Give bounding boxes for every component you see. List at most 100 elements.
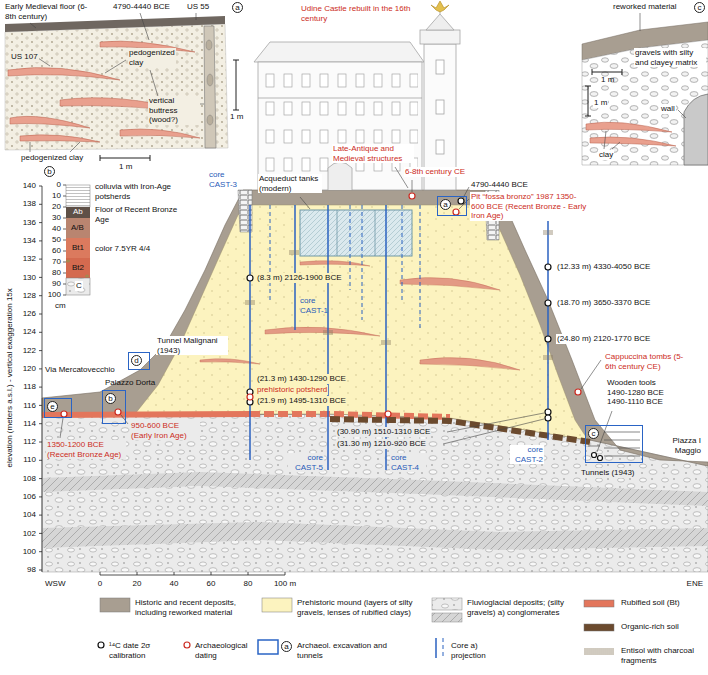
buttress bbox=[204, 26, 216, 148]
excavation-box: d bbox=[128, 352, 150, 370]
scale-bar bbox=[585, 69, 622, 116]
date-label: (24.80 m) 2120-1770 BCE bbox=[556, 334, 651, 344]
archaeological-date bbox=[247, 394, 253, 400]
scale-bar bbox=[233, 60, 239, 110]
inset-stratigraphy bbox=[5, 24, 228, 150]
legend-text: Archaeol. excavation and tunnels bbox=[296, 641, 398, 660]
leader-line bbox=[196, 13, 197, 20]
tunnel-hatch bbox=[604, 456, 640, 457]
axis-tick: 110 bbox=[22, 455, 37, 465]
soil-profile bbox=[66, 185, 90, 207]
date-label: 4790-4440 BCE bbox=[112, 2, 171, 12]
core-projection bbox=[270, 205, 271, 300]
axis-tick: 80 bbox=[51, 268, 62, 278]
legend-swatches bbox=[100, 598, 614, 631]
scale-label: 1 m bbox=[229, 112, 244, 122]
core-projection bbox=[362, 205, 363, 320]
clay-lens bbox=[8, 41, 200, 142]
axis-tick: 112 bbox=[22, 437, 37, 447]
clay-lens bbox=[120, 129, 200, 138]
inset-stratigraphy bbox=[5, 13, 239, 161]
layer-label: reworked material bbox=[612, 2, 678, 12]
scale-label: 1 m bbox=[593, 98, 608, 108]
axis-tick: 128 bbox=[22, 291, 37, 301]
date-label: (12.33 m) 4330-4050 BCE bbox=[556, 262, 651, 272]
scale-bar bbox=[100, 60, 239, 161]
excavation-box: c bbox=[585, 425, 643, 463]
legend-swatch bbox=[584, 600, 614, 607]
leader-line bbox=[597, 411, 612, 452]
legend-swatch bbox=[100, 598, 130, 612]
soil-profile bbox=[66, 260, 70, 263]
axis-tick: 124 bbox=[22, 327, 37, 337]
core-line bbox=[294, 205, 296, 330]
legend-text: Archaeological dating bbox=[194, 641, 252, 660]
elevation-axis bbox=[42, 186, 43, 572]
box-letter: c bbox=[588, 428, 599, 439]
archaeological-date bbox=[409, 193, 415, 199]
tunnel-hatch bbox=[588, 446, 600, 447]
elevation-axis bbox=[39, 186, 42, 570]
core-projection bbox=[270, 205, 420, 330]
entisol-mark bbox=[543, 230, 553, 235]
legend-text: ¹⁴C date 2σ calibration bbox=[108, 641, 180, 660]
wall bbox=[684, 94, 708, 165]
layer-label: gravels with silty and clayey matrix bbox=[634, 48, 706, 67]
legend-sample bbox=[184, 642, 190, 648]
leader-line bbox=[60, 167, 612, 452]
archaeological-date bbox=[385, 411, 391, 417]
scale-label: 1 m bbox=[600, 75, 615, 85]
leader-line bbox=[121, 415, 128, 424]
date-label: 950-600 BCE (Early Iron Age) bbox=[130, 421, 200, 440]
entisol-mark bbox=[323, 330, 333, 335]
excavation-box: e bbox=[44, 398, 72, 418]
feature-label: vertical buttress (wood?) bbox=[148, 96, 200, 125]
site-label: Cappuccina tombs (5-6th century CE) bbox=[604, 352, 686, 371]
leader-line bbox=[30, 142, 31, 152]
box-letter: e bbox=[47, 401, 58, 412]
legend-text: Historic and recent deposits, including … bbox=[134, 598, 258, 617]
axis-tick: 10 bbox=[51, 191, 62, 201]
radiocarbon-date bbox=[545, 415, 551, 421]
note: Early Medieval floor (6-8th century) bbox=[4, 2, 94, 21]
axis-tick: 50 bbox=[51, 235, 62, 245]
date-label: (21.9 m) 1495-1310 BCE bbox=[256, 396, 347, 406]
core-projection bbox=[402, 205, 403, 300]
castle-drawing bbox=[328, 162, 352, 190]
site-label: Palazzo Dorta bbox=[104, 378, 156, 388]
axis-tick: 104 bbox=[22, 510, 37, 520]
legend-sample bbox=[432, 598, 462, 610]
date-label: (21.3 m) 1430-1290 BCE bbox=[256, 374, 347, 384]
cross-section bbox=[42, 190, 708, 572]
castle-drawing bbox=[258, 98, 422, 99]
axis-unit: cm bbox=[54, 301, 67, 311]
clay-lens bbox=[586, 122, 676, 146]
feature-label: wall bbox=[660, 104, 676, 114]
panel-letter: c bbox=[694, 2, 705, 13]
panel-letter: b bbox=[44, 166, 55, 177]
site-label: Piazza I Maggio bbox=[654, 436, 702, 455]
clay-lens bbox=[420, 358, 520, 370]
axis-tick: 90 bbox=[51, 279, 62, 289]
tunnel-hatch bbox=[604, 432, 640, 433]
radiocarbon-date bbox=[598, 456, 603, 461]
aqueduct-tank bbox=[375, 210, 376, 256]
box-letter: a bbox=[440, 199, 451, 210]
soil-profile bbox=[63, 185, 90, 295]
scale-bar bbox=[585, 86, 591, 116]
core-projection bbox=[350, 205, 351, 290]
date-label: Wooden tools 1490-1280 BCE 1490-1110 BCE bbox=[606, 378, 670, 407]
castle-drawing bbox=[436, 100, 444, 114]
axis-tick: 100 m bbox=[273, 579, 297, 589]
leader-line bbox=[300, 197, 310, 209]
layer-label: pedogenized clay bbox=[128, 48, 176, 67]
date-label: (8.3 m) 2126-1900 BCE bbox=[256, 273, 343, 283]
leader-line bbox=[581, 360, 601, 389]
horizon-label: Ab bbox=[72, 207, 84, 217]
axis-tick: 98 bbox=[26, 565, 37, 575]
leader-line bbox=[443, 419, 544, 444]
feature-label: Tunnel Malignani (1943) bbox=[156, 336, 228, 355]
soil-profile bbox=[66, 218, 90, 238]
core-label: core CAST-3 bbox=[208, 170, 244, 189]
unit-label: US 55 bbox=[186, 2, 210, 12]
